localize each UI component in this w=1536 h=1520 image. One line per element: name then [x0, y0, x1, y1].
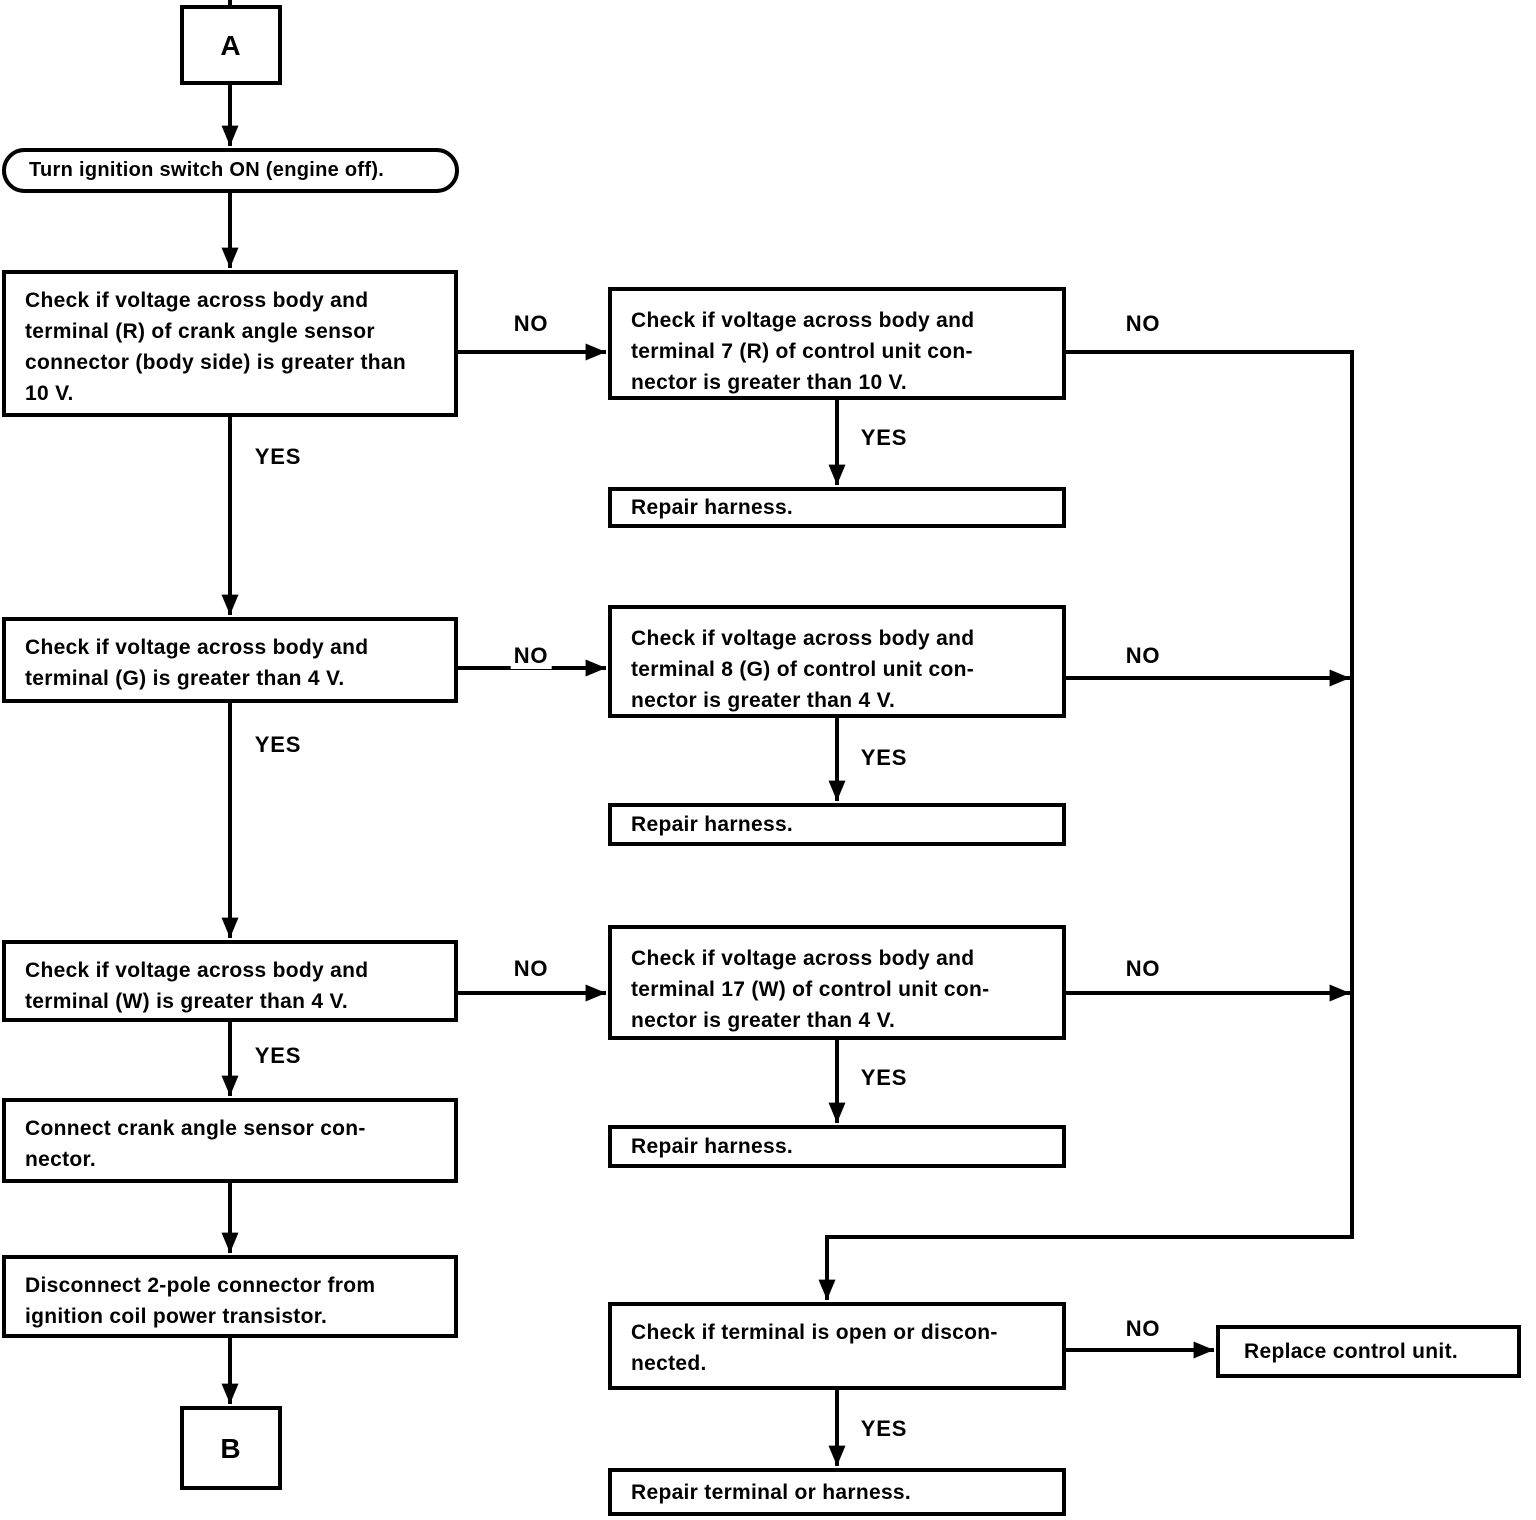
label-no-check-g: NO	[510, 643, 552, 669]
edge-cu7-no-bus	[818, 350, 1354, 1300]
node-disconnect-2pole: Disconnect 2-pole connector from ignitio…	[2, 1255, 458, 1338]
label-yes-terminal: YES	[857, 1416, 911, 1442]
label-no-check-r: NO	[510, 311, 552, 337]
connector-a: A	[180, 5, 282, 85]
label-no-cu17: NO	[1122, 956, 1164, 982]
label-yes-check-g: YES	[251, 732, 305, 758]
connector-b: B	[180, 1406, 282, 1490]
node-repair-harness-2: Repair harness.	[608, 803, 1066, 846]
node-check-voltage-cu17: Check if voltage across body and termina…	[608, 925, 1066, 1040]
node-turn-ignition-on: Turn ignition switch ON (engine off).	[2, 148, 459, 193]
label-yes-cu7: YES	[857, 425, 911, 451]
label-no-cu8: NO	[1122, 643, 1164, 669]
label-yes-check-w: YES	[251, 1043, 305, 1069]
label-yes-cu17: YES	[857, 1065, 911, 1091]
node-check-voltage-cu7: Check if voltage across body and termina…	[608, 287, 1066, 400]
label-no-cu7: NO	[1122, 311, 1164, 337]
node-replace-control-unit: Replace control unit.	[1216, 1325, 1521, 1378]
label-no-terminal: NO	[1122, 1316, 1164, 1342]
node-check-terminal-open: Check if terminal is open or discon- nec…	[608, 1302, 1066, 1390]
node-check-voltage-r: Check if voltage across body and termina…	[2, 270, 458, 417]
label-yes-cu8: YES	[857, 745, 911, 771]
label-yes-check-r: YES	[251, 444, 305, 470]
node-check-voltage-g: Check if voltage across body and termina…	[2, 617, 458, 703]
node-check-voltage-w: Check if voltage across body and termina…	[2, 940, 458, 1022]
label-no-check-w: NO	[510, 956, 552, 982]
node-check-voltage-cu8: Check if voltage across body and termina…	[608, 605, 1066, 718]
node-repair-harness-3: Repair harness.	[608, 1125, 1066, 1168]
node-connect-sensor: Connect crank angle sensor con- nector.	[2, 1098, 458, 1183]
node-repair-harness-1: Repair harness.	[608, 487, 1066, 528]
node-repair-terminal: Repair terminal or harness.	[608, 1468, 1066, 1516]
